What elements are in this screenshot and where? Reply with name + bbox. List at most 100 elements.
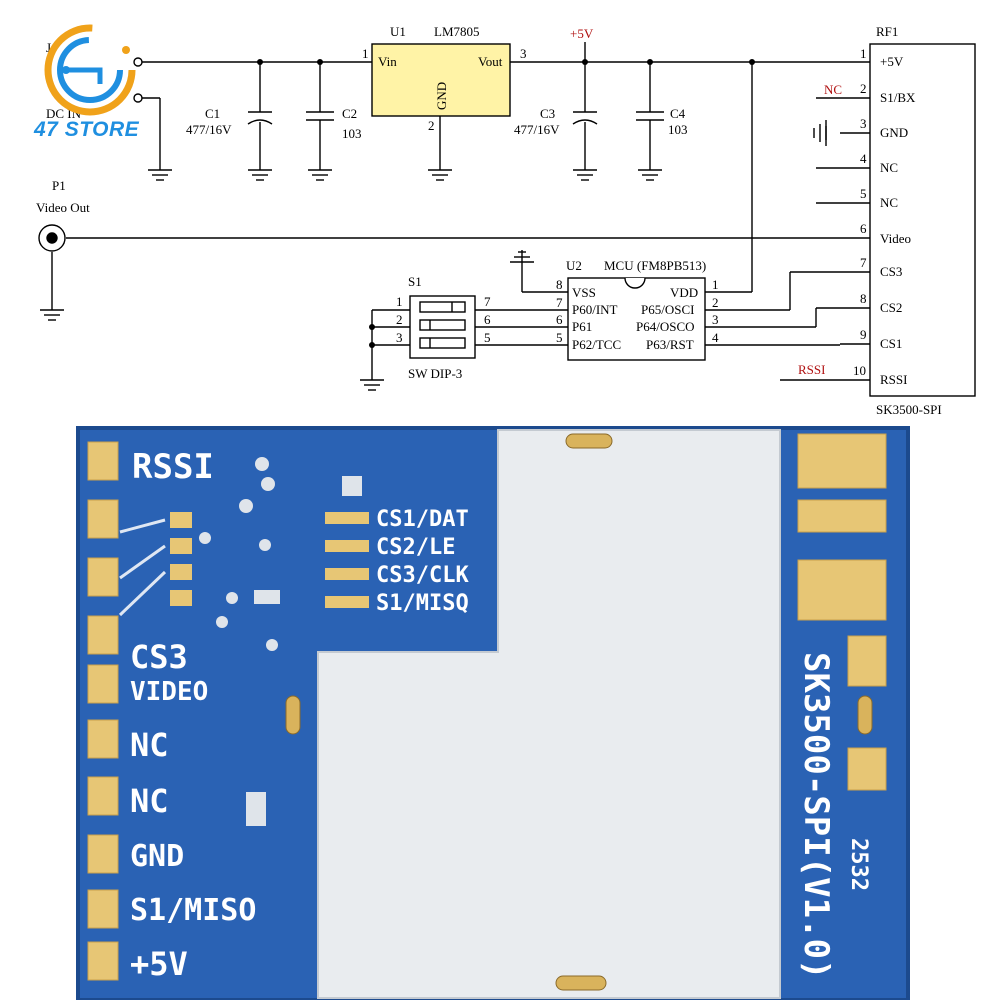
c3-ref: C3 [540, 106, 555, 121]
edge-pad [87, 889, 119, 929]
rf1-pin-name: CS3 [880, 264, 902, 279]
rf1-pin-name: CS2 [880, 300, 902, 315]
u1-pin2: 2 [428, 118, 435, 133]
store-logo-icon [44, 24, 136, 116]
pcb-label-nc: NC [130, 726, 169, 764]
u2-left-pin-num: 5 [556, 330, 563, 345]
ground-symbol [148, 169, 172, 181]
ground-symbol [428, 169, 452, 181]
s1-part: SW DIP-3 [408, 366, 462, 381]
rf1-pin-num: 6 [860, 221, 867, 236]
rf1-pin-num: 10 [853, 363, 866, 378]
rf1-ref: RF1 [876, 24, 898, 39]
s1-pin-right: 6 [484, 312, 491, 327]
u1-pin1: 1 [362, 46, 369, 61]
u2-left-pin-num: 8 [556, 277, 563, 292]
s1-pin-left: 3 [396, 330, 403, 345]
pcb-label-cs2-le: CS2/LE [376, 535, 455, 560]
regulator-u1 [371, 43, 511, 117]
edge-pad [847, 635, 887, 687]
dc-in-ref: J [46, 40, 51, 55]
rf1-pin-num: 8 [860, 291, 867, 306]
edge-pad [797, 559, 887, 621]
rf1-nc-label: NC [824, 82, 842, 97]
right-pad-column [797, 433, 887, 791]
pcb-label-rssi: RSSI [132, 447, 214, 487]
u2-right-pin-name: P65/OSCI [641, 302, 694, 317]
ground-symbol [638, 169, 662, 181]
u2-left-pin-name: P61 [572, 319, 592, 334]
ground-symbol [308, 169, 332, 181]
ground-symbol [360, 379, 384, 391]
rf1-pin-num: 3 [860, 116, 867, 131]
edge-pad [87, 499, 119, 539]
rf1-part: SK3500-SPI [876, 402, 942, 417]
u1-gnd: GND [434, 82, 449, 110]
s1-ref: S1 [408, 274, 422, 289]
pcb-label-s1-miso: S1/MISO [130, 893, 256, 928]
rf1-pin-num: 9 [860, 327, 867, 342]
u2-left-pin-num: 7 [556, 295, 563, 310]
rf-shield-can [317, 429, 781, 999]
u2-right-pin-name: P64/OSCO [636, 319, 695, 334]
edge-pad [847, 747, 887, 791]
rf1-pin-num: 4 [860, 151, 867, 166]
rf1-pin-name: +5V [880, 54, 904, 69]
rf-module-rf1 [869, 43, 976, 397]
u1-part: LM7805 [434, 24, 480, 39]
store-logo-text: 47 STORE [34, 118, 140, 141]
edge-pad [797, 499, 887, 533]
rf1-rssi-label: RSSI [798, 362, 825, 377]
s1-pin-right: 7 [484, 294, 491, 309]
edge-pad [87, 615, 119, 655]
u2-left-pin-num: 6 [556, 312, 563, 327]
pcb-label-cs3: CS3 [130, 638, 188, 676]
c1-value: 477/16V [186, 122, 232, 137]
u1-ref: U1 [390, 24, 406, 39]
ground-symbol [813, 120, 827, 146]
pcb-label-video: VIDEO [130, 677, 208, 707]
c2-value: 103 [342, 126, 362, 141]
rf1-pin-name: RSSI [880, 372, 907, 387]
s1-pin-right: 5 [484, 330, 491, 345]
left-pad-column [87, 441, 119, 981]
ground-symbol [510, 251, 534, 263]
s1-pin-left: 2 [396, 312, 403, 327]
u1-vin: Vin [378, 54, 397, 69]
p1-label: Video Out [36, 200, 90, 215]
rf1-pin-name: NC [880, 160, 898, 175]
ground-symbol [40, 309, 64, 321]
rf1-pin-num: 1 [860, 46, 867, 61]
u2-right-pin-name: P63/RST [646, 337, 694, 352]
rf1-pin-name: S1/BX [880, 90, 916, 105]
rf1-pin-name: NC [880, 195, 898, 210]
u2-left-pin-name: VSS [572, 285, 596, 300]
c3-value: 477/16V [514, 122, 560, 137]
u2-right-pin-num: 2 [712, 295, 719, 310]
u2-right-pin-name: VDD [670, 285, 698, 300]
rf1-pin-name: Video [880, 231, 911, 246]
edge-pad [87, 664, 119, 704]
rf1-pin-num: 7 [860, 255, 867, 270]
pcb-module-photo: RSSI CS3 VIDEO NC NC GND S1/MISO +5V CS1… [76, 426, 910, 1000]
c1-ref: C1 [205, 106, 220, 121]
s1-pin-left: 1 [396, 294, 403, 309]
edge-pad [797, 433, 887, 489]
pcb-label-cs3-clk: CS3/CLK [376, 563, 469, 588]
rf1-pin-num: 2 [860, 81, 867, 96]
edge-pad [87, 441, 119, 481]
u2-right-pin-num: 4 [712, 330, 719, 345]
u1-vout: Vout [478, 54, 503, 69]
circuit-schematic: J DC IN U1 LM7805 Vin Vout GND 1 2 3 C1 … [36, 24, 976, 417]
u2-left-pin-name: P62/TCC [572, 337, 621, 352]
rf1-pin-name: CS1 [880, 336, 902, 351]
rf1-pin-name: GND [880, 125, 908, 140]
c4-value: 103 [668, 122, 688, 137]
u2-title: MCU (FM8PB513) [604, 258, 706, 273]
edge-pad [87, 776, 119, 816]
pcb-label-s1-misq: S1/MISQ [376, 591, 469, 616]
edge-pad [87, 941, 119, 981]
pcb-label-nc: NC [130, 782, 169, 820]
u1-pin3: 3 [520, 46, 527, 61]
rail-label: +5V [570, 26, 594, 41]
